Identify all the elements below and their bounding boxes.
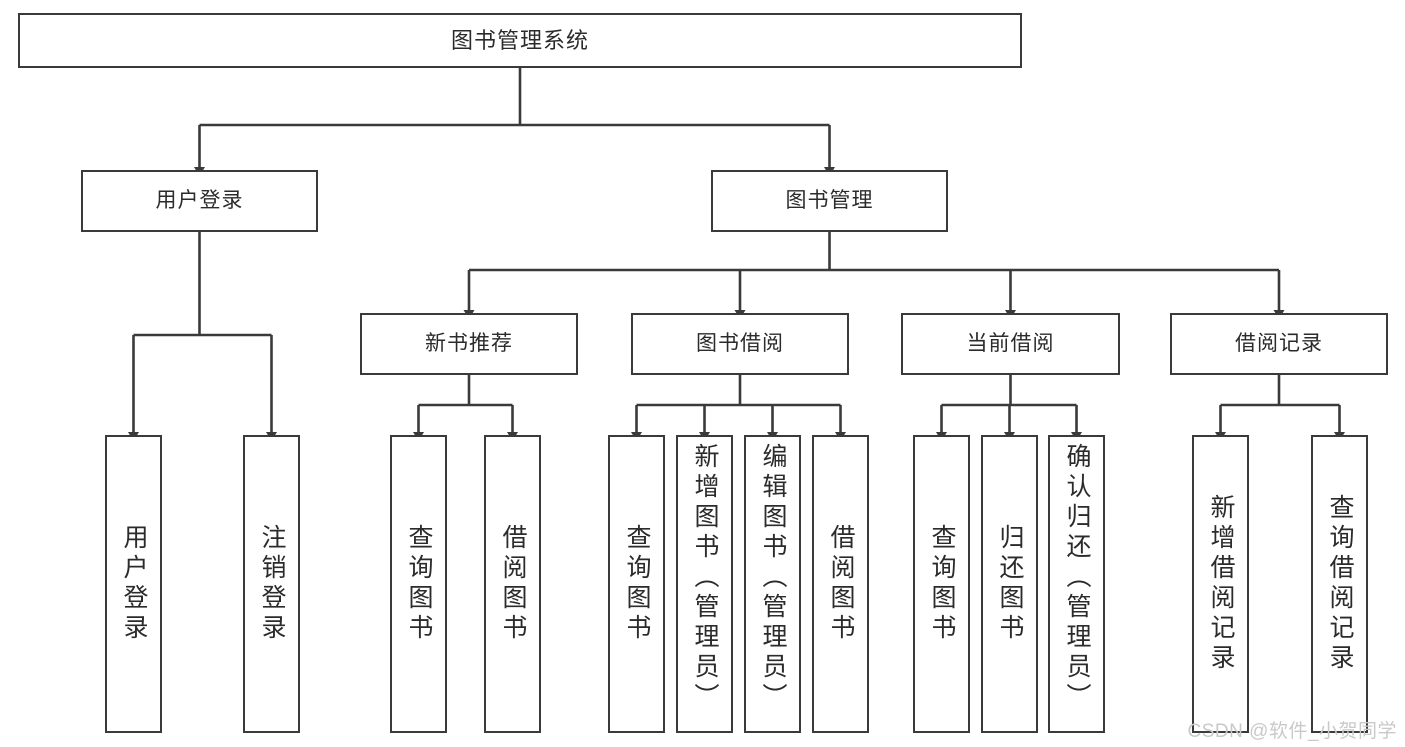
node-leaf-current-confirm[interactable]: 确认归还（管理员） [1048,435,1105,733]
node-label: 归还图书 [996,524,1024,644]
node-label: 新增借阅记录 [1207,494,1235,674]
node-label: 查询图书 [928,524,956,644]
node-l3-borrow[interactable]: 图书借阅 [631,313,849,375]
node-leaf-record-add[interactable]: 新增借阅记录 [1192,435,1249,733]
node-label: 用户登录 [120,524,148,644]
node-label: 当前借阅 [966,331,1055,355]
node-label: 借阅记录 [1235,331,1323,355]
node-label: 查询图书 [405,524,433,644]
node-label: 图书管理系统 [450,27,589,53]
node-root[interactable]: 图书管理系统 [18,13,1022,68]
node-label: 新书推荐 [425,331,513,355]
node-leaf-record-query[interactable]: 查询借阅记录 [1311,435,1368,733]
node-leaf-borrow-edit[interactable]: 编辑图书（管理员） [744,435,801,733]
node-label: 新增图书（管理员） [691,443,719,713]
node-l3-current[interactable]: 当前借阅 [901,313,1120,375]
node-l2-book-manage[interactable]: 图书管理 [711,170,948,232]
node-l3-record[interactable]: 借阅记录 [1170,313,1388,375]
node-l2-user-login[interactable]: 用户登录 [81,170,318,232]
node-label: 借阅图书 [499,524,527,644]
node-label: 图书借阅 [696,331,784,355]
node-leaf-logout[interactable]: 注销登录 [243,435,300,733]
node-leaf-borrow-add[interactable]: 新增图书（管理员） [676,435,733,733]
node-label: 注销登录 [258,524,286,644]
node-leaf-current-return[interactable]: 归还图书 [981,435,1038,733]
node-leaf-current-query[interactable]: 查询图书 [913,435,970,733]
node-label: 借阅图书 [827,524,855,644]
node-leaf-newbook-borrow[interactable]: 借阅图书 [484,435,541,733]
node-label: 用户登录 [155,188,244,212]
node-leaf-borrow-query[interactable]: 查询图书 [608,435,665,733]
node-label: 查询借阅记录 [1326,494,1354,674]
node-l3-new-book[interactable]: 新书推荐 [360,313,578,375]
node-leaf-borrow-lend[interactable]: 借阅图书 [812,435,869,733]
node-label: 编辑图书（管理员） [759,443,787,713]
node-label: 图书管理 [785,188,874,212]
node-label: 确认归还（管理员） [1063,443,1091,713]
node-leaf-user-login[interactable]: 用户登录 [105,435,162,733]
node-label: 查询图书 [623,524,651,644]
node-leaf-newbook-query[interactable]: 查询图书 [390,435,447,733]
watermark: CSDN @软件_小贺同学 [1187,721,1397,742]
